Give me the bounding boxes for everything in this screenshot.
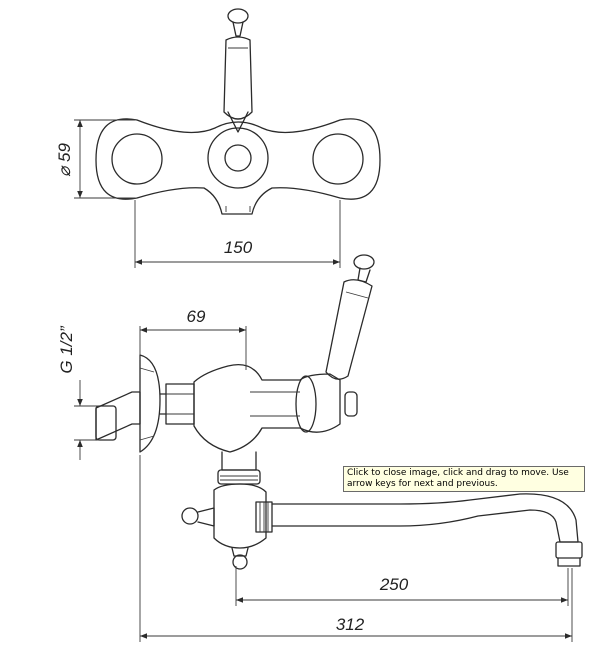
overall-length-dimension: 312 — [139, 455, 573, 642]
spout-reach-label: 250 — [379, 575, 409, 594]
side-view — [95, 254, 583, 570]
thread-label: G 1/2” — [57, 325, 76, 374]
spout-reach-dimension: 250 — [235, 566, 569, 606]
offset-dimension: 69 — [139, 307, 247, 370]
offset-label: 69 — [187, 307, 206, 326]
width-label: 150 — [224, 238, 253, 257]
width-dimension: 150 — [134, 200, 341, 268]
overall-length-label: 312 — [336, 615, 365, 634]
top-view — [95, 8, 381, 215]
diameter-label: ⌀ 59 — [55, 143, 74, 177]
viewer-tooltip[interactable]: Click to close image, click and drag to … — [343, 466, 585, 492]
thread-dimension: G 1/2” — [57, 325, 100, 460]
diameter-dimension: ⌀ 59 — [55, 119, 135, 199]
